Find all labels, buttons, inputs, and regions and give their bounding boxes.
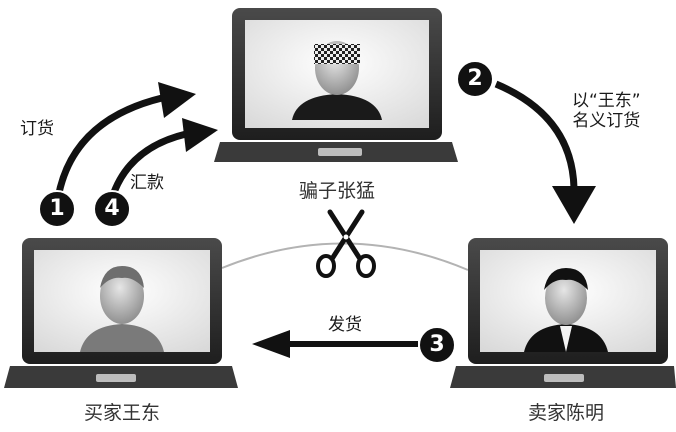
step-4-badge: 4 <box>93 190 131 228</box>
scammer-laptop <box>214 8 458 162</box>
step-3-badge: 3 <box>418 326 456 364</box>
scissors-icon <box>316 209 376 278</box>
scammer-caption: 骗子张猛 <box>298 180 375 202</box>
buyer-caption: 买家王东 <box>83 402 160 424</box>
seller-caption: 卖家陈明 <box>527 402 604 424</box>
arrow-step-1 <box>54 82 196 199</box>
step-4-label: 汇款 <box>130 173 164 193</box>
face-blur-mosaic <box>314 44 360 64</box>
seller-person-silhouette-icon <box>524 268 608 352</box>
step-3-label: 发货 <box>328 315 362 335</box>
buyer-seller-link-line <box>221 242 469 271</box>
scammer-person-silhouette-icon <box>292 41 382 120</box>
arrow-step-3 <box>252 330 418 358</box>
arrow-step-4 <box>108 118 218 200</box>
step-2-badge: 2 <box>456 60 494 98</box>
seller-laptop <box>450 238 676 388</box>
buyer-person-silhouette-icon <box>80 266 164 352</box>
step-1-label: 订货 <box>20 119 54 139</box>
buyer-laptop <box>4 238 238 388</box>
step-2-label: 以“王东” 名义订货 <box>572 91 641 131</box>
step-1-badge: 1 <box>38 190 76 228</box>
arrow-step-2 <box>494 80 596 224</box>
